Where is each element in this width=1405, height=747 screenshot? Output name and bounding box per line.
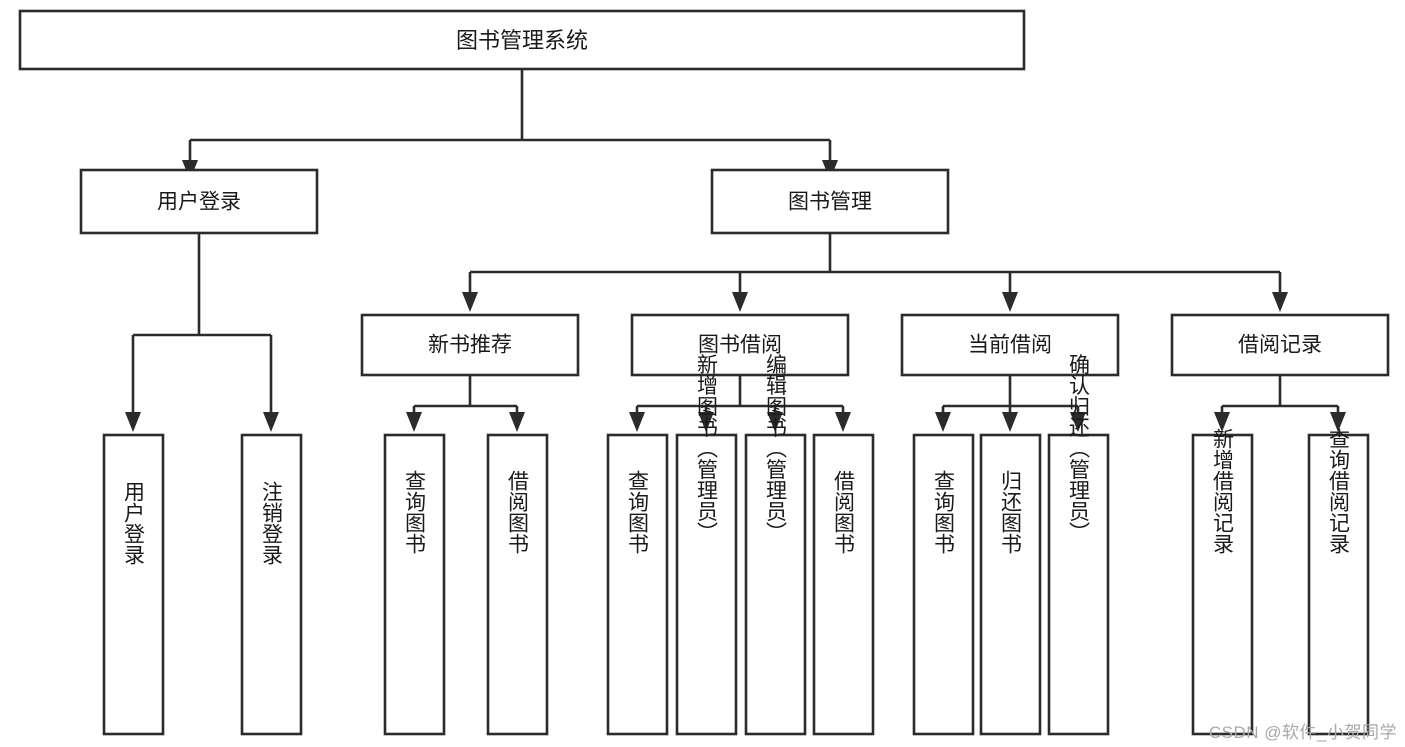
arrow-to-current-borrow xyxy=(1002,292,1018,312)
leaf-borrow-book-recommend-box xyxy=(486,433,549,736)
arrow-to-leaf-add-book xyxy=(698,412,714,432)
node-user-login-box xyxy=(79,168,319,235)
leaf-user-login[interactable]: 用户登录 xyxy=(102,433,165,736)
leaf-borrow-book-recommend-label: 借阅图书 xyxy=(506,470,530,554)
leaf-add-book-box xyxy=(675,433,738,736)
node-root-system[interactable]: 图书管理系统 xyxy=(18,9,1026,71)
leaf-query-book-recommend-label: 查询图书 xyxy=(403,470,427,554)
leaf-edit-book-label: 编辑图书（管理员） xyxy=(764,354,788,543)
connector-book-borrow-to-leaves xyxy=(635,375,845,414)
arrow-to-leaf-user-login xyxy=(125,412,141,432)
leaf-add-borrow-record-box xyxy=(1191,433,1254,736)
node-book-borrow-label: 图书借阅 xyxy=(698,334,782,357)
connector-group xyxy=(125,69,1346,432)
connector-book-manage-to-level3 xyxy=(468,233,1282,294)
node-book-manage-label: 图书管理 xyxy=(788,191,872,214)
leaf-borrow-book[interactable]: 借阅图书 xyxy=(812,433,875,736)
leaf-borrow-book-label: 借阅图书 xyxy=(832,470,856,554)
arrow-to-book-borrow xyxy=(732,292,748,312)
leaf-confirm-return[interactable]: 确认归还（管理员） xyxy=(1047,354,1110,736)
arrow-to-leaf-edit-book xyxy=(767,412,783,432)
leaf-user-login-box xyxy=(102,433,165,736)
leaf-query-borrow-record[interactable]: 查询借阅记录 xyxy=(1307,428,1370,736)
leaf-query-book-recommend[interactable]: 查询图书 xyxy=(383,433,446,736)
arrow-to-leaf-borrow-book-1 xyxy=(509,412,525,432)
arrow-to-leaf-return-book xyxy=(1002,412,1018,432)
node-current-borrow-label: 当前借阅 xyxy=(968,334,1052,357)
arrow-to-leaf-user-logout xyxy=(263,412,279,432)
leaf-confirm-return-label: 确认归还（管理员） xyxy=(1067,354,1091,543)
arrow-to-leaf-query-book-2 xyxy=(629,412,645,432)
node-current-borrow-box xyxy=(900,313,1120,377)
node-new-book-recommend[interactable]: 新书推荐 xyxy=(360,313,580,377)
leaf-query-borrow-record-label: 查询借阅记录 xyxy=(1327,428,1351,554)
node-book-borrow[interactable]: 图书借阅 xyxy=(630,313,850,377)
leaf-add-borrow-record[interactable]: 新增借阅记录 xyxy=(1191,428,1254,736)
node-user-login[interactable]: 用户登录 xyxy=(79,168,319,235)
leaf-edit-book-box xyxy=(744,433,807,736)
leaf-query-book-borrow-label: 查询图书 xyxy=(626,470,650,554)
leaf-query-book-borrow-box xyxy=(606,433,669,736)
leaf-user-logout-box xyxy=(240,433,303,736)
node-borrow-record-box xyxy=(1170,313,1390,377)
leaf-borrow-book-box xyxy=(812,433,875,736)
arrow-to-leaf-query-book-3 xyxy=(935,412,951,432)
leaf-query-book-current[interactable]: 查询图书 xyxy=(912,433,975,736)
arrow-to-leaf-confirm-return xyxy=(1070,412,1086,432)
leaf-add-borrow-record-label: 新增借阅记录 xyxy=(1211,428,1235,554)
arrow-to-new-book-recommend xyxy=(462,292,478,312)
connector-root-to-level2 xyxy=(188,69,832,162)
leaf-query-book-current-label: 查询图书 xyxy=(932,470,956,554)
arrow-to-leaf-borrow-book-2 xyxy=(835,412,851,432)
leaf-return-book-box xyxy=(979,433,1042,736)
leaf-return-book[interactable]: 归还图书 xyxy=(979,433,1042,736)
node-root-box xyxy=(18,9,1026,71)
connector-borrow-record-to-leaves xyxy=(1220,375,1340,414)
leaf-query-borrow-record-box xyxy=(1307,433,1370,736)
connector-current-borrow-to-leaves xyxy=(941,375,1080,414)
node-root-label: 图书管理系统 xyxy=(456,28,588,53)
leaf-add-book[interactable]: 新增图书（管理员） xyxy=(675,354,738,736)
arrow-to-borrow-record xyxy=(1272,292,1288,312)
leaf-user-logout-label: 注销登录 xyxy=(260,481,284,565)
leaf-user-logout[interactable]: 注销登录 xyxy=(240,433,303,736)
leaf-user-login-label: 用户登录 xyxy=(122,481,146,565)
leaf-add-book-label: 新增图书（管理员） xyxy=(695,354,719,543)
arrow-to-leaf-query-record xyxy=(1330,412,1346,432)
leaf-query-book-current-box xyxy=(912,433,975,736)
leaf-return-book-label: 归还图书 xyxy=(999,470,1023,554)
arrow-to-leaf-add-record xyxy=(1214,412,1230,432)
node-new-book-recommend-label: 新书推荐 xyxy=(428,334,512,357)
node-new-book-recommend-box xyxy=(360,313,580,377)
leaf-confirm-return-box xyxy=(1047,433,1110,736)
leaf-borrow-book-recommend[interactable]: 借阅图书 xyxy=(486,433,549,736)
node-book-borrow-box xyxy=(630,313,850,377)
node-book-manage-box xyxy=(710,168,950,235)
leaf-edit-book[interactable]: 编辑图书（管理员） xyxy=(744,354,807,736)
arrow-to-leaf-query-book-1 xyxy=(406,412,422,432)
node-book-manage[interactable]: 图书管理 xyxy=(710,168,950,235)
leaf-query-book-recommend-box xyxy=(383,433,446,736)
leaf-query-book-borrow[interactable]: 查询图书 xyxy=(606,433,669,736)
node-borrow-record-label: 借阅记录 xyxy=(1238,334,1322,357)
node-borrow-record[interactable]: 借阅记录 xyxy=(1170,313,1390,377)
node-current-borrow[interactable]: 当前借阅 xyxy=(900,313,1120,377)
node-user-login-label: 用户登录 xyxy=(157,191,241,214)
connector-new-book-to-leaves xyxy=(412,375,519,414)
connector-user-login-to-leaves xyxy=(131,233,273,414)
